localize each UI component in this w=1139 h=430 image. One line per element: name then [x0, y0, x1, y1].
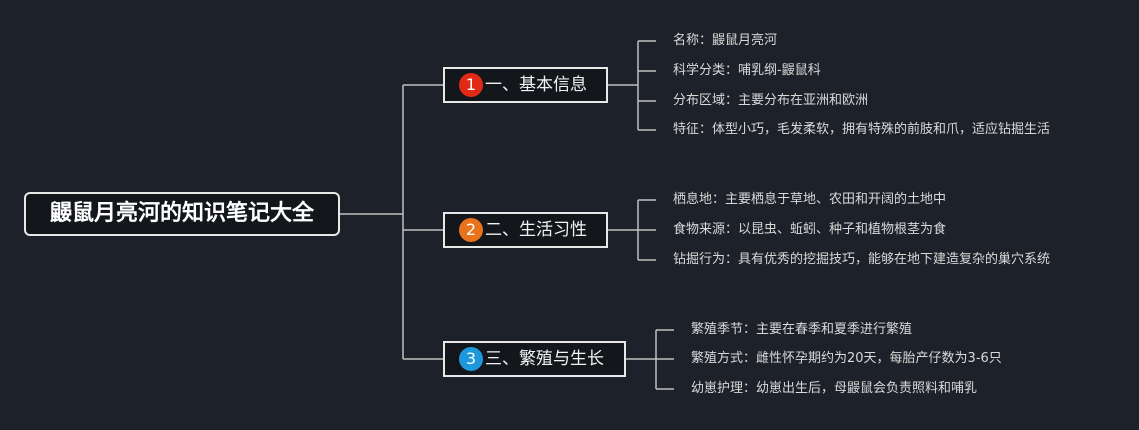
branch-label-3: 三、繁殖与生长 — [485, 349, 604, 369]
branch-node-1[interactable]: 1 一、基本信息 — [443, 67, 608, 103]
leaf-item-1-2[interactable]: 科学分类：哺乳纲-鼹鼠科 — [673, 63, 821, 78]
branch-node-3[interactable]: 3 三、繁殖与生长 — [443, 341, 626, 377]
branch-label-2: 二、生活习性 — [485, 220, 587, 240]
number-badge-1: 1 — [459, 73, 483, 97]
number-badge-3: 3 — [459, 347, 483, 371]
leaf-item-2-1[interactable]: 栖息地：主要栖息于草地、农田和开阔的土地中 — [673, 192, 947, 207]
branch-label-1: 一、基本信息 — [485, 75, 587, 95]
leaf-item-3-1[interactable]: 繁殖季节：主要在春季和夏季进行繁殖 — [691, 322, 913, 337]
root-title: 鼹鼠月亮河的知识笔记大全 — [49, 201, 314, 226]
leaf-item-1-4[interactable]: 特征：体型小巧，毛发柔软，拥有特殊的前肢和爪，适应钻掘生活 — [673, 122, 1051, 137]
leaf-item-3-3[interactable]: 幼崽护理：幼崽出生后，母鼹鼠会负责照料和哺乳 — [691, 381, 978, 396]
leaf-item-2-3[interactable]: 钻掘行为：具有优秀的挖掘技巧，能够在地下建造复杂的巢穴系统 — [673, 252, 1051, 267]
leaf-item-1-1[interactable]: 名称：鼹鼠月亮河 — [673, 33, 778, 48]
leaf-item-1-3[interactable]: 分布区域：主要分布在亚洲和欧洲 — [673, 93, 869, 108]
branch-node-2[interactable]: 2 二、生活习性 — [443, 212, 608, 248]
root-node[interactable]: 鼹鼠月亮河的知识笔记大全 — [24, 192, 340, 236]
leaf-item-3-2[interactable]: 繁殖方式：雌性怀孕期约为20天，每胎产仔数为3-6只 — [691, 351, 1002, 366]
leaf-item-2-2[interactable]: 食物来源：以昆虫、蚯蚓、种子和植物根茎为食 — [673, 222, 947, 237]
number-badge-2: 2 — [459, 218, 483, 242]
